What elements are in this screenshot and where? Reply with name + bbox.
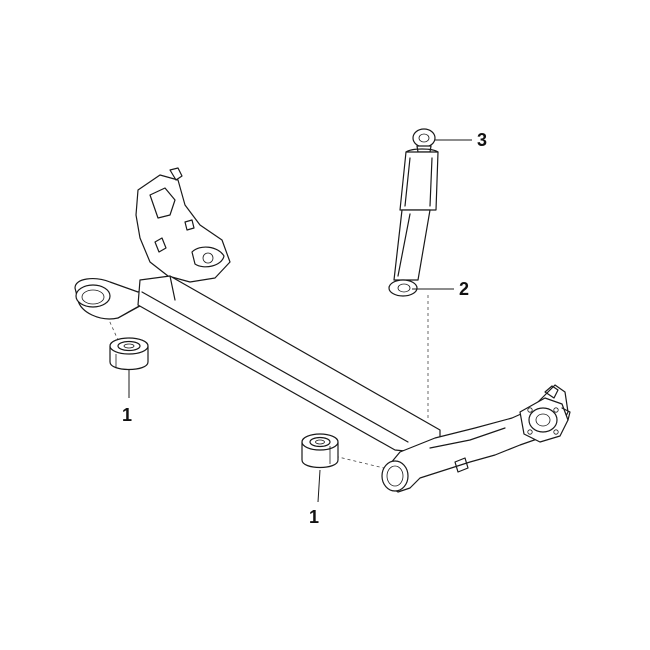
callout-bushing-right: 1 [309, 507, 319, 527]
callout-shock-lower: 2 [459, 279, 469, 299]
alignment-lines [99, 295, 429, 471]
callout-shock-upper: 3 [477, 130, 487, 150]
shock-absorber [388, 128, 439, 297]
axle-beam [74, 167, 571, 493]
bushing-left [109, 337, 149, 371]
callout-bushing-left: 1 [122, 405, 132, 425]
bushing-right [301, 433, 339, 469]
leader-lines [128, 139, 472, 503]
